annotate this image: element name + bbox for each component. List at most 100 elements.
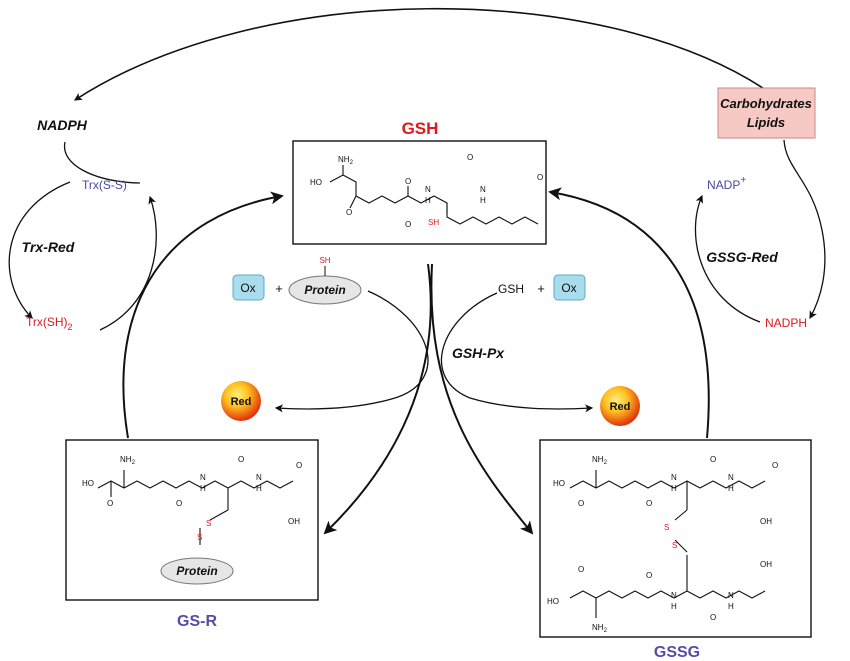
gssg-h1: H bbox=[671, 484, 677, 493]
ox-right-label: Ox bbox=[561, 281, 576, 295]
plus-left: + bbox=[275, 281, 283, 296]
gsh-n2: N bbox=[480, 185, 486, 194]
trx-sh2-main: Trx(SH) bbox=[26, 315, 68, 329]
gsh-o4: O bbox=[467, 153, 473, 162]
red-sphere-right bbox=[600, 386, 640, 426]
gsh-title: GSH bbox=[402, 119, 439, 138]
gssg-to-gsh-arrow bbox=[548, 187, 710, 439]
gssg-box bbox=[539, 439, 812, 638]
gssg-nh2-1-main: NH bbox=[592, 455, 604, 464]
nadph-left-label: NADPH bbox=[37, 117, 88, 133]
gsh-nh2-sub: 2 bbox=[350, 160, 354, 166]
gsh-n1: N bbox=[425, 185, 431, 194]
gsh-h2: H bbox=[480, 196, 486, 205]
ox-box-left bbox=[232, 274, 265, 301]
gssg-nh2-2: NH2 bbox=[592, 623, 608, 634]
gssg-n4: N bbox=[728, 591, 734, 600]
gsh-to-gssg-arrow bbox=[430, 263, 534, 535]
red-right-label: Red bbox=[610, 401, 631, 413]
carbohydrates-label: Carbohydrates bbox=[720, 96, 812, 111]
protein-top-label: Protein bbox=[304, 283, 345, 297]
gsh-nh2-main: NH bbox=[338, 155, 350, 164]
gsh-h1: H bbox=[425, 196, 431, 205]
gsr-h2: H bbox=[256, 484, 262, 493]
gsr-oh: OH bbox=[288, 517, 300, 526]
gssg-h3: H bbox=[671, 602, 677, 611]
gsr-title: GS-R bbox=[177, 613, 217, 630]
gssg-o5: O bbox=[578, 565, 584, 574]
gsr-nh2-main: NH bbox=[120, 455, 132, 464]
gssg-o1: O bbox=[578, 499, 584, 508]
gsr-s1: S bbox=[206, 519, 211, 528]
gsr-to-gsh-arrow bbox=[122, 191, 284, 439]
nadp-superscript: + bbox=[740, 175, 746, 186]
gsr-n1: N bbox=[200, 473, 206, 482]
gsr-ho: HO bbox=[82, 479, 94, 488]
gssg-h4: H bbox=[728, 602, 734, 611]
carbohydrates-lipids-box bbox=[717, 87, 816, 139]
nadp-main: NADP bbox=[707, 178, 740, 192]
gssg-oh-2: OH bbox=[760, 560, 772, 569]
gssg-nh2-2-main: NH bbox=[592, 623, 604, 632]
gsh-structure bbox=[329, 165, 539, 225]
trx-ss-label: Trx(S-S) bbox=[82, 178, 127, 192]
trx-cycle bbox=[8, 141, 157, 331]
protein-sh-label: SH bbox=[319, 256, 330, 265]
gssg-s2: S bbox=[672, 541, 677, 550]
trx-red-label: Trx-Red bbox=[22, 239, 75, 255]
gssg-red-cycle bbox=[694, 139, 826, 323]
gsr-o4: O bbox=[296, 461, 302, 470]
gssg-nh2-1-sub: 2 bbox=[604, 460, 608, 466]
trx-sh2-label: Trx(SH)2 bbox=[26, 315, 73, 332]
gssg-nh2-2-sub: 2 bbox=[604, 628, 608, 634]
gssg-o4: O bbox=[772, 461, 778, 470]
gsr-h1: H bbox=[200, 484, 206, 493]
gssg-s1: S bbox=[664, 523, 669, 532]
ox-left-label: Ox bbox=[240, 281, 255, 295]
gssg-title: GSSG bbox=[654, 644, 700, 661]
gssg-oh-1: OH bbox=[760, 517, 772, 526]
gsr-o2: O bbox=[176, 499, 182, 508]
gssg-o3: O bbox=[710, 455, 716, 464]
gsh-nh2: NH2 bbox=[338, 155, 354, 166]
gssg-o7: O bbox=[710, 613, 716, 622]
gsr-s2: S bbox=[197, 533, 202, 542]
gsh-to-red-arrow bbox=[441, 292, 594, 413]
ox-box-right bbox=[553, 274, 586, 301]
gssg-nh2-1: NH2 bbox=[592, 455, 608, 466]
gssg-n1: N bbox=[671, 473, 677, 482]
gsh-o1: O bbox=[346, 208, 352, 217]
trx-sh2-subscript: 2 bbox=[68, 322, 73, 332]
protein-ellipse-gsr bbox=[160, 557, 234, 585]
nadph-right-label: NADPH bbox=[765, 316, 807, 330]
gsr-nh2: NH2 bbox=[120, 455, 136, 466]
gssg-ho-2: HO bbox=[547, 597, 559, 606]
lipids-label: Lipids bbox=[747, 115, 785, 130]
gsr-structure bbox=[97, 470, 294, 545]
gssg-o6: O bbox=[646, 571, 652, 580]
gssg-red-label: GSSG-Red bbox=[706, 249, 778, 265]
gssg-h2: H bbox=[728, 484, 734, 493]
gsr-o1: O bbox=[107, 499, 113, 508]
gsh-o2: O bbox=[405, 177, 411, 186]
gsr-nh2-sub: 2 bbox=[132, 460, 136, 466]
top-arc-arrow bbox=[73, 7, 767, 101]
gsh-ho: HO bbox=[310, 178, 322, 187]
gssg-ho-1: HO bbox=[553, 479, 565, 488]
gsh-box bbox=[292, 140, 547, 245]
gsh-sh: SH bbox=[428, 218, 439, 227]
gsr-n2: N bbox=[256, 473, 262, 482]
gssg-structure bbox=[569, 470, 766, 618]
plus-right: + bbox=[537, 281, 545, 296]
nadp-plus-label: NADP+ bbox=[707, 175, 746, 192]
red-sphere-left bbox=[221, 381, 261, 421]
gssg-n2: N bbox=[728, 473, 734, 482]
gsh-o3: O bbox=[405, 220, 411, 229]
gsh-px-label: GSH-Px bbox=[452, 345, 505, 361]
protein-gsr-label: Protein bbox=[176, 564, 217, 578]
gssg-o2: O bbox=[646, 499, 652, 508]
gssg-n3: N bbox=[671, 591, 677, 600]
gsh-to-gsr-arrow bbox=[323, 263, 432, 535]
gsr-o3: O bbox=[238, 455, 244, 464]
